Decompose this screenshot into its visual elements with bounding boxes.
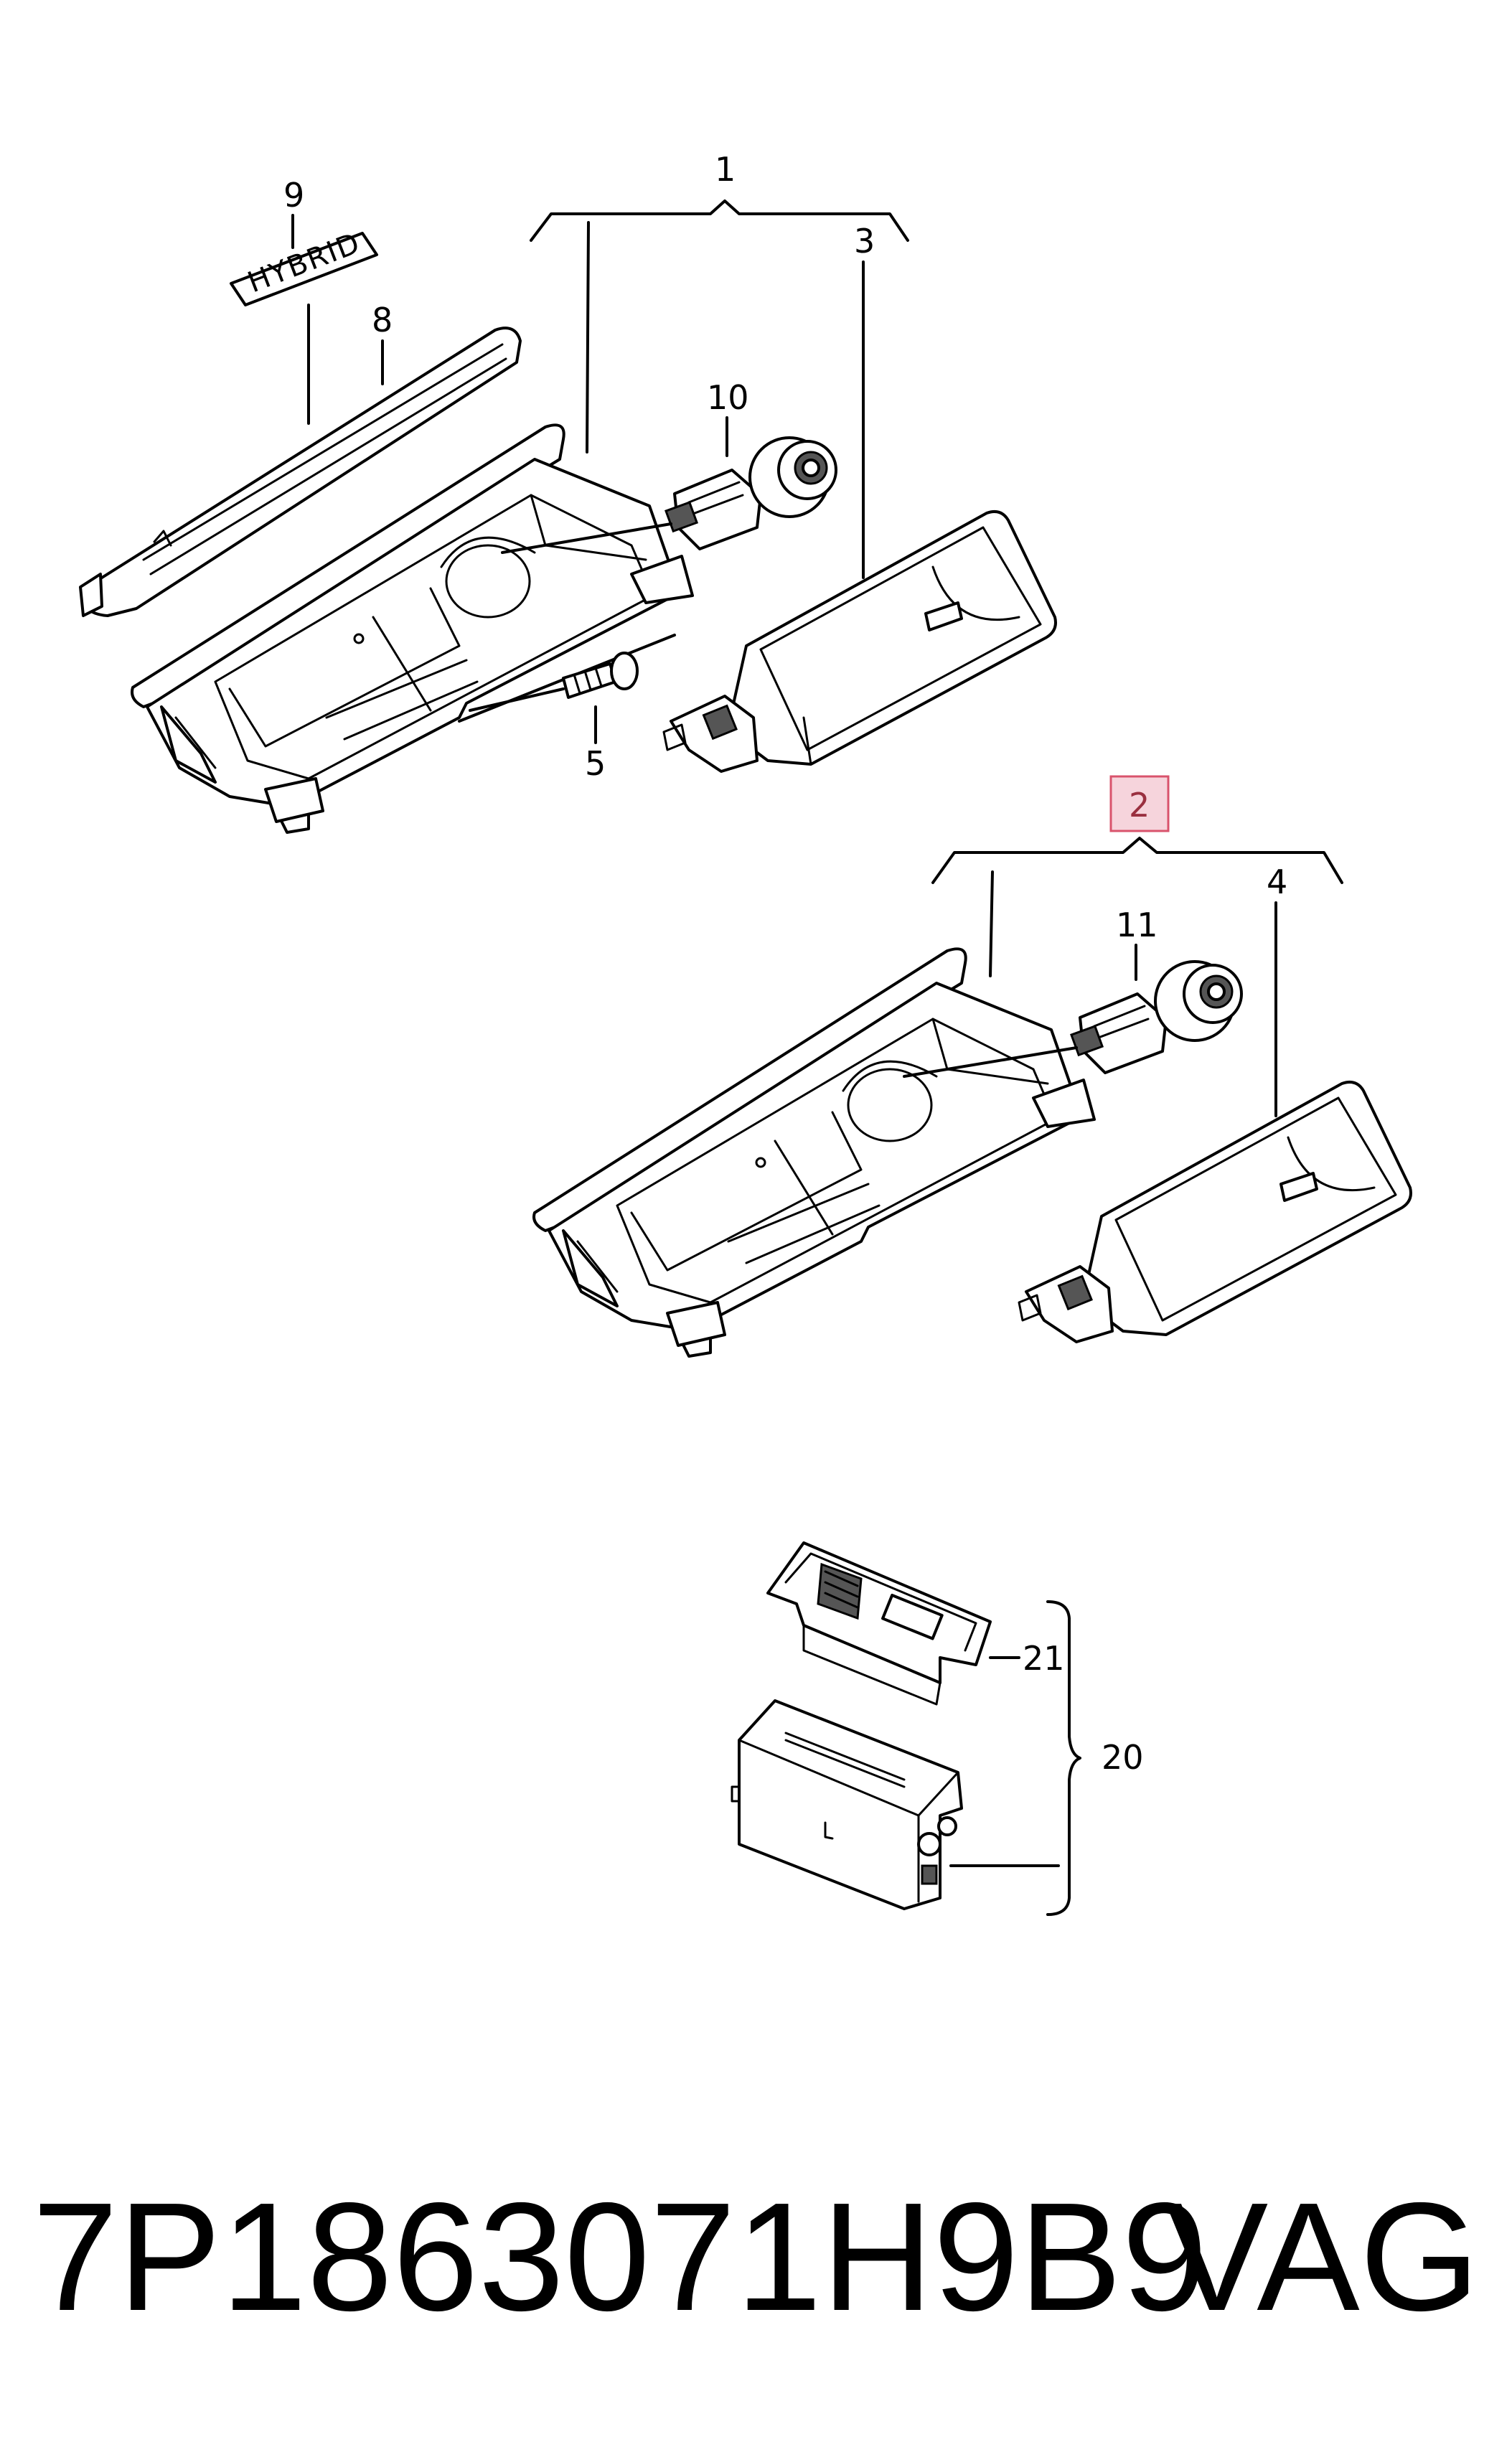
callout-2: 2 [1129,786,1150,825]
socket-part-11 [903,960,1243,1078]
leader-2 [989,870,994,977]
leader-1 [586,221,590,454]
callout-label-21: 21 [1023,1639,1065,1678]
callout-label-9: 9 [283,176,304,215]
usb-cover-part-21 [766,1541,992,1706]
tray-part-3 [662,510,1057,773]
callout-label-2: 2 [1129,786,1150,825]
callout-9: 9 [283,176,304,249]
tray-part-4 [1018,1081,1412,1343]
socket-part-10 [501,436,837,554]
callout-label-10: 10 [707,378,749,417]
bracket-2 [931,837,1343,884]
callout-label-11: 11 [1116,906,1158,944]
callout-3: 3 [854,222,875,579]
housing-part-2 [532,947,1096,1358]
callout-1: 1 [715,150,736,189]
highlight-box-2 [1109,775,1170,832]
callout-label-8: 8 [372,301,393,339]
callout-21: 21 [989,1639,1065,1678]
trim-strip-part-8 [79,327,522,617]
callout-label-3: 3 [854,222,875,260]
bracket-20 [1046,1600,1081,1916]
callout-10: 10 [707,378,749,457]
usb-module-part-20 [731,1699,1060,1910]
callout-label-5: 5 [585,744,606,783]
brand-name: VAG [1165,2170,1480,2343]
part-number: 7P1863071H9B9 [32,2170,1208,2343]
callout-20: 20 [1102,1738,1144,1777]
hybrid-badge: HYBRID [230,226,378,425]
callout-label-1: 1 [715,150,736,189]
callout-4: 4 [1267,863,1287,1117]
callout-5: 5 [585,705,606,783]
hybrid-badge-text: HYBRID [243,226,365,299]
callout-8: 8 [372,301,393,385]
callout-label-4: 4 [1267,863,1287,901]
housing-part-1 [131,423,694,834]
callout-11: 11 [1116,906,1158,981]
bracket-1 [530,199,909,242]
callout-label-20: 20 [1102,1738,1144,1777]
screw-part-5 [469,652,639,712]
